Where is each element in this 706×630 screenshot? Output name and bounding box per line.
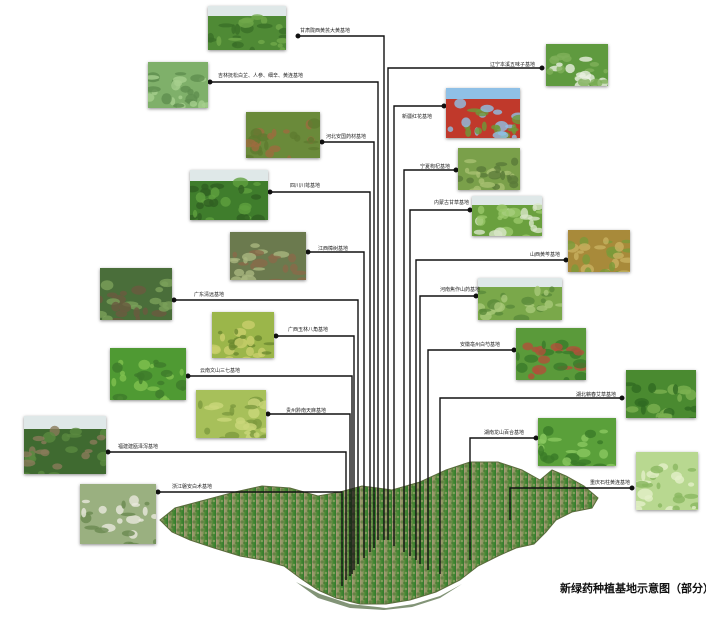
connector-dot-8 xyxy=(185,373,191,379)
connector-line-18 xyxy=(427,349,514,570)
china-map xyxy=(159,461,599,605)
base-photo-18 xyxy=(516,328,586,380)
base-label-10: 福建建瓯泽泻基地 xyxy=(118,444,159,450)
base-photo-21 xyxy=(636,452,698,510)
base-label-19: 湖北蕲春艾草基地 xyxy=(576,392,617,398)
base-photo-12 xyxy=(546,44,608,86)
base-photo-19 xyxy=(626,370,696,418)
connector-dot-17 xyxy=(473,293,479,299)
connector-line-2 xyxy=(210,81,379,540)
connector-dot-20 xyxy=(533,435,539,441)
connector-line-6 xyxy=(174,299,359,564)
base-photo-10 xyxy=(24,416,106,474)
connector-dot-18 xyxy=(511,347,517,353)
base-label-3: 河北安国药材基地 xyxy=(326,134,367,140)
base-photo-15 xyxy=(472,196,542,236)
connector-dot-4 xyxy=(267,189,273,195)
base-photo-20 xyxy=(538,418,616,466)
base-label-21: 重庆石柱黄连基地 xyxy=(590,480,631,486)
base-photo-6 xyxy=(100,268,172,320)
base-photo-8 xyxy=(110,348,186,400)
base-photo-5 xyxy=(230,232,306,280)
base-label-14: 宁夏枸杞基地 xyxy=(420,164,451,170)
base-label-12: 辽宁本溪五味子基地 xyxy=(490,62,536,68)
base-label-1: 甘肃陇西黄芪大黄基地 xyxy=(300,28,351,34)
connector-dot-10 xyxy=(105,449,111,455)
connector-dot-7 xyxy=(273,333,279,339)
base-photo-7 xyxy=(212,312,274,358)
connector-line-9 xyxy=(268,413,351,576)
connector-dot-2 xyxy=(207,79,213,85)
connector-dot-19 xyxy=(619,395,625,401)
diagram-title: 新绿药种植基地示意图（部分） xyxy=(560,582,706,595)
base-label-18: 安徽亳州白芍基地 xyxy=(460,342,501,348)
connector-dot-1 xyxy=(295,33,301,39)
base-photo-14 xyxy=(458,148,520,190)
connector-line-13 xyxy=(393,105,444,546)
connector-dot-16 xyxy=(563,257,569,263)
base-label-11: 浙江磐安白术基地 xyxy=(172,484,213,490)
base-label-5: 江西樟树基地 xyxy=(318,246,349,252)
base-label-20: 湖南龙山百合基地 xyxy=(484,430,525,436)
connector-line-15 xyxy=(409,209,470,556)
connector-line-5 xyxy=(308,251,365,558)
china-map-shadow xyxy=(296,582,462,610)
base-photo-3 xyxy=(246,112,320,158)
connector-line-11 xyxy=(158,491,343,586)
connector-line-7 xyxy=(276,335,355,570)
base-photo-4 xyxy=(190,170,268,220)
base-label-15: 内蒙古甘草基地 xyxy=(434,200,470,206)
connector-dot-15 xyxy=(467,207,473,213)
base-label-6: 广东清远基地 xyxy=(194,292,225,298)
connector-line-10 xyxy=(108,451,347,580)
base-photo-1 xyxy=(208,6,286,50)
connector-line-8 xyxy=(188,375,353,574)
base-label-2: 吉林抚松白芷、人参、细辛、黄连基地 xyxy=(218,73,304,79)
connector-line-12 xyxy=(387,67,542,540)
connector-line-17 xyxy=(419,295,476,564)
connector-line-20 xyxy=(469,437,536,560)
connector-line-21 xyxy=(509,487,632,520)
connector-dot-9 xyxy=(265,411,271,417)
base-label-16: 山西黄芩基地 xyxy=(530,252,561,258)
connector-line-3 xyxy=(322,141,375,548)
connector-dot-11 xyxy=(155,489,161,495)
connector-dot-14 xyxy=(453,167,459,173)
connector-line-4 xyxy=(270,191,371,552)
connector-line-1 xyxy=(298,35,385,540)
base-label-7: 广西玉林八角基地 xyxy=(288,327,329,333)
connector-dot-5 xyxy=(305,249,311,255)
connector-line-14 xyxy=(403,169,456,552)
base-photo-16 xyxy=(568,230,630,272)
base-photo-9 xyxy=(196,390,266,438)
base-photo-17 xyxy=(478,278,562,320)
connector-dot-13 xyxy=(441,103,447,109)
connector-dot-3 xyxy=(319,139,325,145)
connector-line-16 xyxy=(415,259,566,560)
base-label-8: 云南文山三七基地 xyxy=(200,368,241,374)
connector-line-19 xyxy=(439,397,622,574)
base-label-13: 新疆红花基地 xyxy=(402,114,433,120)
base-photo-2 xyxy=(148,62,208,108)
base-label-9: 贵州黔南天麻基地 xyxy=(286,408,327,414)
base-photo-11 xyxy=(80,484,156,544)
base-photo-13 xyxy=(446,88,520,138)
connector-dot-6 xyxy=(171,297,177,303)
connector-dot-21 xyxy=(629,485,635,491)
base-label-17: 河南焦作山药基地 xyxy=(440,287,481,293)
connector-dot-12 xyxy=(539,65,545,71)
base-label-4: 四川川芎基地 xyxy=(290,183,321,189)
